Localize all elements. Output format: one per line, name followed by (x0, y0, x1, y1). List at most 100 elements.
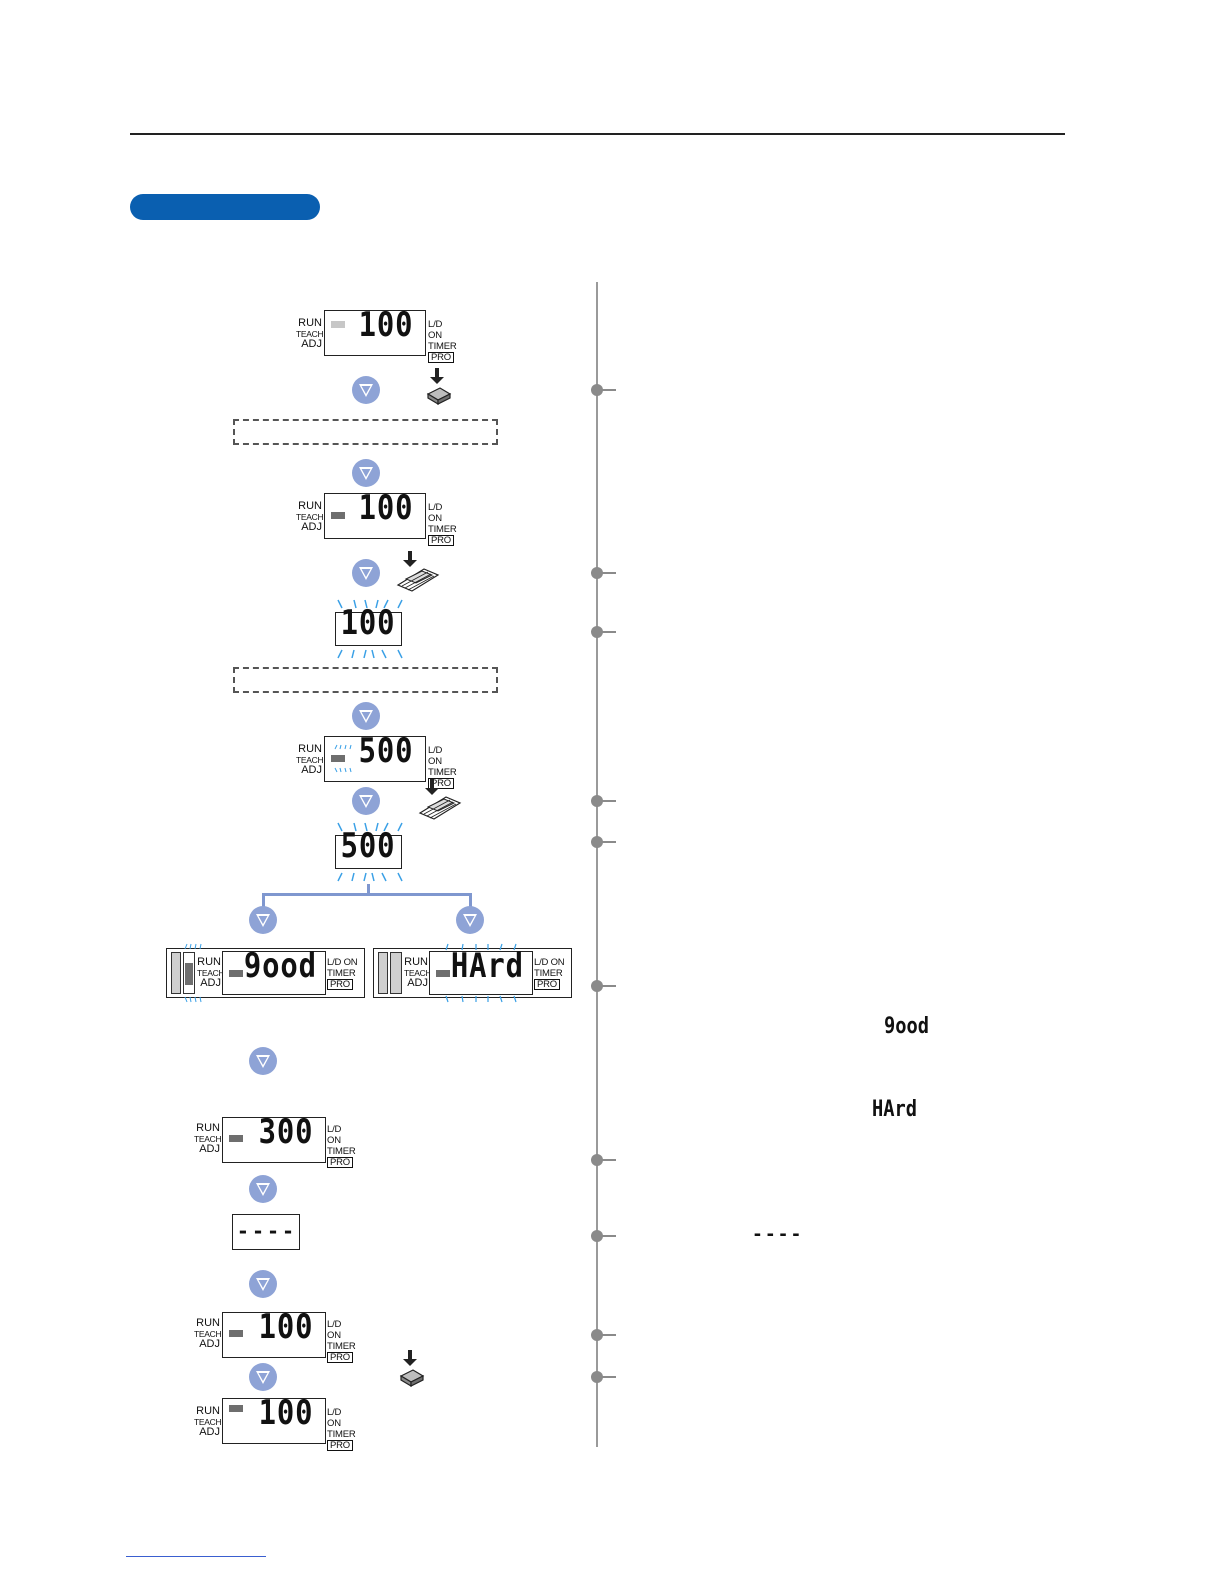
step-marker (591, 1230, 603, 1242)
footer-link-underline (126, 1556, 266, 1557)
branch-connector (262, 893, 472, 896)
down-arrow-icon (352, 702, 380, 730)
pro-label: PRO (327, 1157, 353, 1168)
timer-label: TIMER (327, 1429, 356, 1440)
lcd-value: 300 (258, 1112, 313, 1152)
mode-run-label: RUN (196, 1405, 220, 1417)
timer-label: TIMER (327, 1341, 356, 1352)
side-labels: L/D ON TIMER PRO (327, 1407, 356, 1451)
mode-adj-label: ADJ (407, 977, 428, 989)
blink-rays-icon (445, 943, 517, 1003)
down-arrow-icon (249, 1363, 277, 1391)
mode-adj-label: ADJ (199, 1426, 220, 1438)
good-result-panel: RUN TEACH ADJ 9ood L/D ON TIMER PRO (166, 943, 365, 1003)
indicator-bar (171, 952, 181, 994)
ld-on-label: L/D ON (327, 957, 358, 968)
lcd-value: 9ood (243, 946, 317, 986)
side-labels: L/D ON TIMER PRO (428, 319, 457, 363)
note-box-1 (233, 419, 498, 445)
blink-rays-icon (334, 744, 352, 773)
step-tick (600, 1376, 616, 1378)
press-button-icon (423, 368, 453, 412)
side-labels: L/D ON TIMER PRO (327, 957, 358, 990)
timer-label: TIMER (428, 767, 457, 778)
mode-run-label: RUN (196, 1122, 220, 1134)
mode-teach-label: TEACH (404, 968, 432, 978)
mode-adj-label: ADJ (301, 764, 322, 776)
down-arrow-icon (249, 906, 277, 934)
mode-labels: RUN TEACH ADJ (194, 1405, 222, 1438)
timer-label: TIMER (428, 524, 457, 535)
section-heading-pill (130, 194, 320, 220)
mode-indicator (331, 321, 345, 328)
lcd-screen: 500 (335, 826, 402, 869)
step-tick (600, 631, 616, 633)
lcd-value: 100 (258, 1393, 313, 1433)
mode-run-label: RUN (298, 500, 322, 512)
pro-label: PRO (327, 979, 353, 990)
mode-labels: RUN TEACH ADJ (194, 1317, 222, 1350)
pro-label: PRO (428, 352, 454, 363)
lcd-screen: 100 (324, 305, 426, 356)
branch-connector (367, 884, 370, 896)
mode-run-label: RUN (196, 1317, 220, 1329)
mode-indicator (229, 1330, 243, 1337)
note-box-2 (233, 667, 498, 693)
mode-indicator (229, 1135, 243, 1142)
press-switch-icon (416, 779, 462, 827)
lcd-value: 100 (340, 603, 395, 643)
step-marker (591, 567, 603, 579)
timeline-line (596, 282, 598, 1447)
ld-on-label: L/D ON (327, 1124, 342, 1146)
lcd-screen: 100 (335, 603, 402, 646)
mode-teach-label: TEACH (194, 1329, 222, 1339)
display-7-dashes: ---- (232, 1214, 300, 1250)
step-tick (600, 800, 616, 802)
lcd-value: 500 (340, 826, 395, 866)
step-marker (591, 1154, 603, 1166)
mode-teach-label: TEACH (296, 755, 324, 765)
step-marker (591, 626, 603, 638)
mode-run-label: RUN (298, 317, 322, 329)
timer-label: TIMER (534, 968, 563, 979)
indicator-bar (378, 952, 388, 994)
step-marker (591, 1329, 603, 1341)
branch-connector (262, 893, 265, 909)
mode-indicator (229, 1405, 243, 1412)
pro-label: PRO (428, 778, 454, 789)
side-labels: L/D ON TIMER PRO (428, 745, 457, 789)
mode-adj-label: ADJ (200, 977, 221, 989)
press-button-icon (396, 1350, 426, 1394)
hard-result-panel: RUN TEACH ADJ HArd L/D ON TIMER PRO (373, 943, 572, 1003)
press-switch-icon (394, 551, 440, 599)
mode-teach-label: TEACH (296, 329, 324, 339)
mode-labels: RUN TEACH ADJ (194, 1122, 222, 1155)
mode-labels: RUN TEACH ADJ (404, 956, 432, 989)
down-arrow-icon (352, 459, 380, 487)
lcd-screen: HArd (429, 946, 533, 995)
step-tick (600, 1159, 616, 1161)
mode-teach-label: TEACH (197, 968, 225, 978)
mode-teach-label: TEACH (296, 512, 324, 522)
lcd-value: HArd (450, 946, 524, 986)
ld-on-label: L/D ON (534, 957, 565, 968)
down-arrow-icon (352, 376, 380, 404)
step-marker (591, 836, 603, 848)
lcd-screen: 500 (324, 731, 426, 782)
timer-label: TIMER (327, 968, 356, 979)
timer-label: TIMER (327, 1146, 356, 1157)
mode-adj-label: ADJ (199, 1338, 220, 1350)
ld-on-label: L/D ON (428, 502, 443, 524)
mode-run-label: RUN (404, 956, 428, 968)
step-tick (600, 985, 616, 987)
mode-teach-label: TEACH (194, 1417, 222, 1427)
down-arrow-icon (249, 1047, 277, 1075)
branch-connector (469, 893, 472, 909)
indicator-bar (390, 952, 402, 994)
lcd-value: 500 (358, 731, 413, 771)
mode-labels: RUN TEACH ADJ (296, 500, 324, 533)
mode-indicator (229, 970, 243, 977)
lcd-screen: 100 (222, 1393, 326, 1444)
down-arrow-icon (352, 787, 380, 815)
pro-label: PRO (534, 979, 560, 990)
